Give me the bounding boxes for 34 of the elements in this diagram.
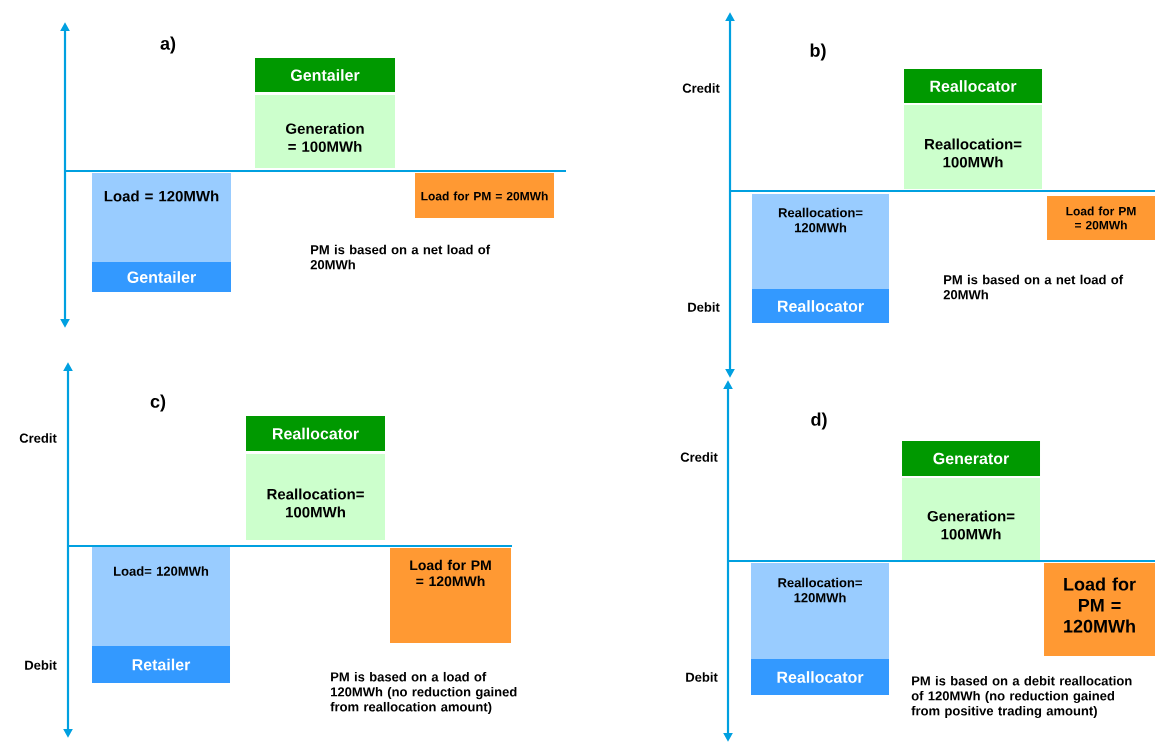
- debit-box: Reallocation= 120MWh Reallocator: [751, 563, 889, 695]
- node-label: Reallocator: [273, 427, 359, 440]
- note-text: PM is based on a debit reallocation of 120MWh (no reduction gained from positive trading amount): [911, 675, 1132, 719]
- axis-label: Credit: [682, 83, 720, 93]
- panel-label: c): [150, 394, 166, 412]
- axis-label: Debit: [686, 672, 718, 682]
- credit-box: Reallocator Reallocation= 100MWh: [246, 416, 385, 540]
- axis-label: Credit: [680, 452, 718, 462]
- note-text: PM is based on a net load of 20MWh: [943, 274, 1124, 300]
- load-box: Load for PM = 20MWh: [415, 173, 554, 218]
- node-label: Reallocator: [930, 80, 1017, 92]
- node-label: Retailer: [132, 658, 191, 671]
- credit-box: Reallocator Reallocation= 100MWh: [904, 69, 1042, 189]
- node-label: Reallocator: [777, 671, 864, 683]
- note-text: PM is based on a load of 120MWh (no reduction gained from reallocation amount): [330, 671, 517, 715]
- debit-box: Load = 120MWh Gentailer: [92, 173, 231, 292]
- panel-label: b): [810, 43, 826, 61]
- panel-label: a): [160, 36, 176, 54]
- axis-label: Debit: [688, 302, 720, 312]
- credit-box: Gentailer Generation = 100MWh: [255, 58, 395, 168]
- debit-box: Reallocation= 120MWh Reallocator: [752, 194, 889, 323]
- axis-label: Debit: [25, 660, 57, 670]
- load-box: Load for PM = 120MWh: [1044, 563, 1155, 656]
- node-label: Generator: [933, 452, 1010, 465]
- load-box: Load for PM = 120MWh: [390, 548, 511, 643]
- debit-box: Load= 120MWh Retailer: [92, 547, 230, 683]
- panel-label: d): [811, 412, 827, 430]
- node-label: Gentailer: [127, 271, 196, 283]
- load-box: Load for PM = 20MWh: [1047, 196, 1155, 240]
- credit-box: Generator Generation= 100MWh: [902, 441, 1040, 560]
- node-label: Gentailer: [290, 69, 360, 81]
- note-text: PM is based on a net load of 20MWh: [310, 244, 491, 270]
- node-label: Reallocator: [778, 300, 864, 312]
- axis-label: Credit: [19, 433, 57, 443]
